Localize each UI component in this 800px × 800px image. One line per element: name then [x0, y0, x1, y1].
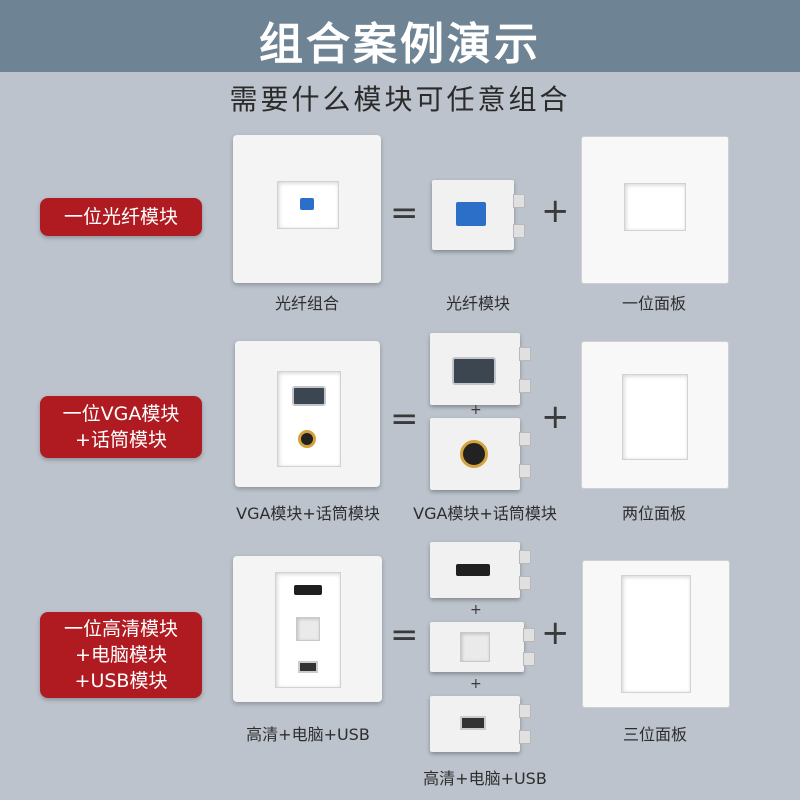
row3-right-caption: 三位面板	[622, 725, 687, 744]
row3-plate-slot	[275, 572, 341, 688]
row2-plus-sign: +	[541, 397, 570, 437]
row1-fiber-module	[432, 180, 525, 250]
row3-combined-plate	[233, 556, 382, 702]
row3-plus-sign: +	[541, 613, 570, 653]
row3-equals-sign: =	[390, 615, 419, 655]
audio-jack-icon	[460, 440, 488, 468]
row1-right-caption: 一位面板	[621, 294, 686, 313]
row2-vga-module	[430, 333, 531, 405]
row3-module-plus-1: +	[470, 602, 482, 618]
row1-frame-opening	[624, 183, 686, 231]
audio-jack-icon	[298, 430, 316, 448]
row1-plus-sign: +	[541, 191, 570, 231]
row1-middle-caption: 光纤模块	[445, 294, 510, 313]
row2-plate-slot	[277, 371, 341, 467]
row3-module-plus-2: +	[470, 676, 482, 692]
rj45-port-icon	[296, 617, 320, 641]
row2-two-gang-frame	[581, 341, 729, 489]
hdmi-port-icon	[456, 564, 490, 576]
row2-left-caption: VGA模块+话筒模块	[236, 504, 380, 523]
page-title: 组合案例演示	[259, 19, 541, 70]
row2-combined-plate	[235, 341, 380, 487]
row3-three-gang-frame	[582, 560, 730, 708]
row1-one-gang-frame	[581, 136, 729, 284]
row1-equals-sign: =	[390, 193, 419, 233]
row3-hdmi-module	[430, 542, 531, 598]
row1-plate-slot	[277, 181, 339, 229]
row2-module-plus: +	[470, 402, 482, 418]
row1-left-caption: 光纤组合	[274, 294, 339, 313]
row3-frame-opening	[621, 575, 691, 693]
row3-rj45-module	[430, 622, 535, 672]
row3-left-caption: 高清+电脑+USB	[246, 725, 370, 744]
row2-frame-opening	[622, 374, 688, 460]
usb-port-icon	[298, 661, 318, 673]
row2-badge-line1: 一位VGA模块	[62, 403, 180, 425]
page-subtitle: 需要什么模块可任意组合	[229, 83, 571, 116]
usb-port-icon	[460, 716, 486, 730]
fiber-port-icon	[300, 198, 314, 210]
row3-middle-caption: 高清+电脑+USB	[423, 769, 547, 788]
row2-equals-sign: =	[390, 399, 419, 439]
row2-mic-module	[430, 418, 531, 490]
row3-badge-line1: 一位高清模块	[63, 618, 178, 640]
vga-port-icon	[292, 386, 326, 406]
row2-badge-line2: +话筒模块	[75, 429, 167, 451]
vga-port-icon	[452, 357, 496, 385]
fiber-port-icon	[456, 202, 486, 226]
row2-right-caption: 两位面板	[621, 504, 686, 523]
row2-badge: 一位VGA模块 +话筒模块	[40, 396, 202, 458]
row3-usb-module	[430, 696, 531, 752]
rj45-port-icon	[460, 632, 490, 662]
row1-combined-plate	[233, 135, 381, 283]
row1-badge: 一位光纤模块	[40, 198, 202, 236]
hdmi-port-icon	[294, 585, 322, 595]
header-bar: 组合案例演示	[0, 0, 800, 72]
row3-badge-line3: +USB模块	[74, 670, 168, 692]
row1-badge-line1: 一位光纤模块	[63, 206, 178, 228]
row3-badge: 一位高清模块 +电脑模块 +USB模块	[40, 612, 202, 698]
row2-middle-caption: VGA模块+话筒模块	[413, 504, 557, 523]
row3-badge-line2: +电脑模块	[75, 644, 167, 666]
